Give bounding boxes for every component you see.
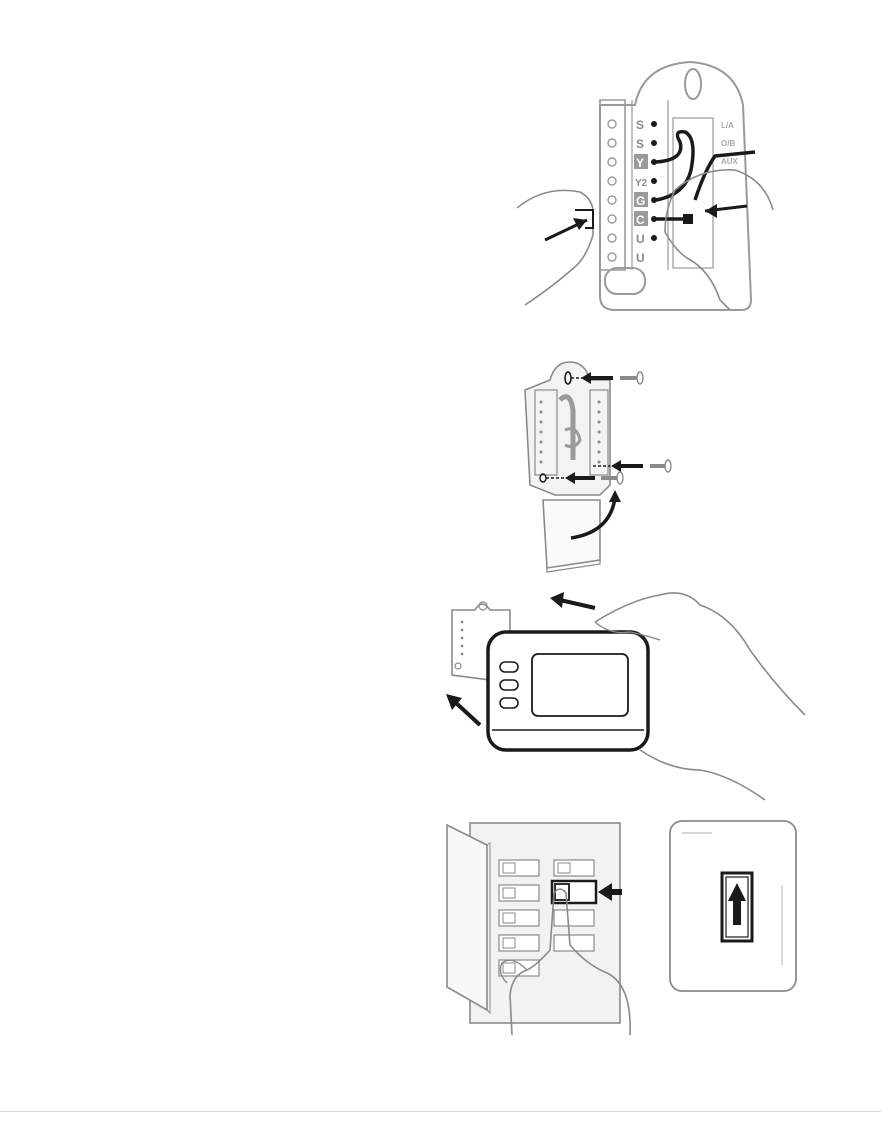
- arrow-icon: [560, 600, 595, 608]
- screw-icon: [650, 460, 671, 472]
- terminal-label: S: [636, 118, 644, 132]
- terminal-label: U: [636, 251, 645, 265]
- terminal-label: S: [636, 137, 644, 151]
- panel-door: [447, 825, 487, 1010]
- terminal-label: Y2: [635, 178, 648, 189]
- bottom-mount-slot: [605, 268, 645, 294]
- right-hand-outline: [665, 170, 773, 310]
- screw-icon: [620, 372, 643, 384]
- wallplate-screws-figure: [515, 360, 685, 575]
- wallplate-outline: [600, 62, 751, 310]
- breaker-panel: [470, 823, 620, 1023]
- side-label: L/A: [721, 121, 734, 130]
- terminal-label: G: [636, 194, 645, 208]
- terminal-label: C: [636, 213, 645, 227]
- top-mount-hole: [685, 69, 701, 99]
- wiring-terminals-figure: S S Y Y2 G C U U L/A O/B AUX: [515, 60, 775, 315]
- footer-rule: [0, 1111, 881, 1112]
- terminal-label: Y: [636, 156, 644, 170]
- attach-thermostat-figure: [430, 580, 820, 805]
- terminal-screws: [608, 120, 616, 261]
- side-label: AUX: [721, 157, 739, 166]
- arrow-icon: [455, 702, 480, 725]
- thermostat-body: [488, 632, 648, 750]
- wallplate-cover: [543, 500, 600, 568]
- terminal-label: U: [636, 232, 645, 246]
- side-label: O/B: [721, 139, 735, 148]
- left-hand-outline: [517, 190, 593, 305]
- breaker-panel-figure: [442, 815, 802, 1045]
